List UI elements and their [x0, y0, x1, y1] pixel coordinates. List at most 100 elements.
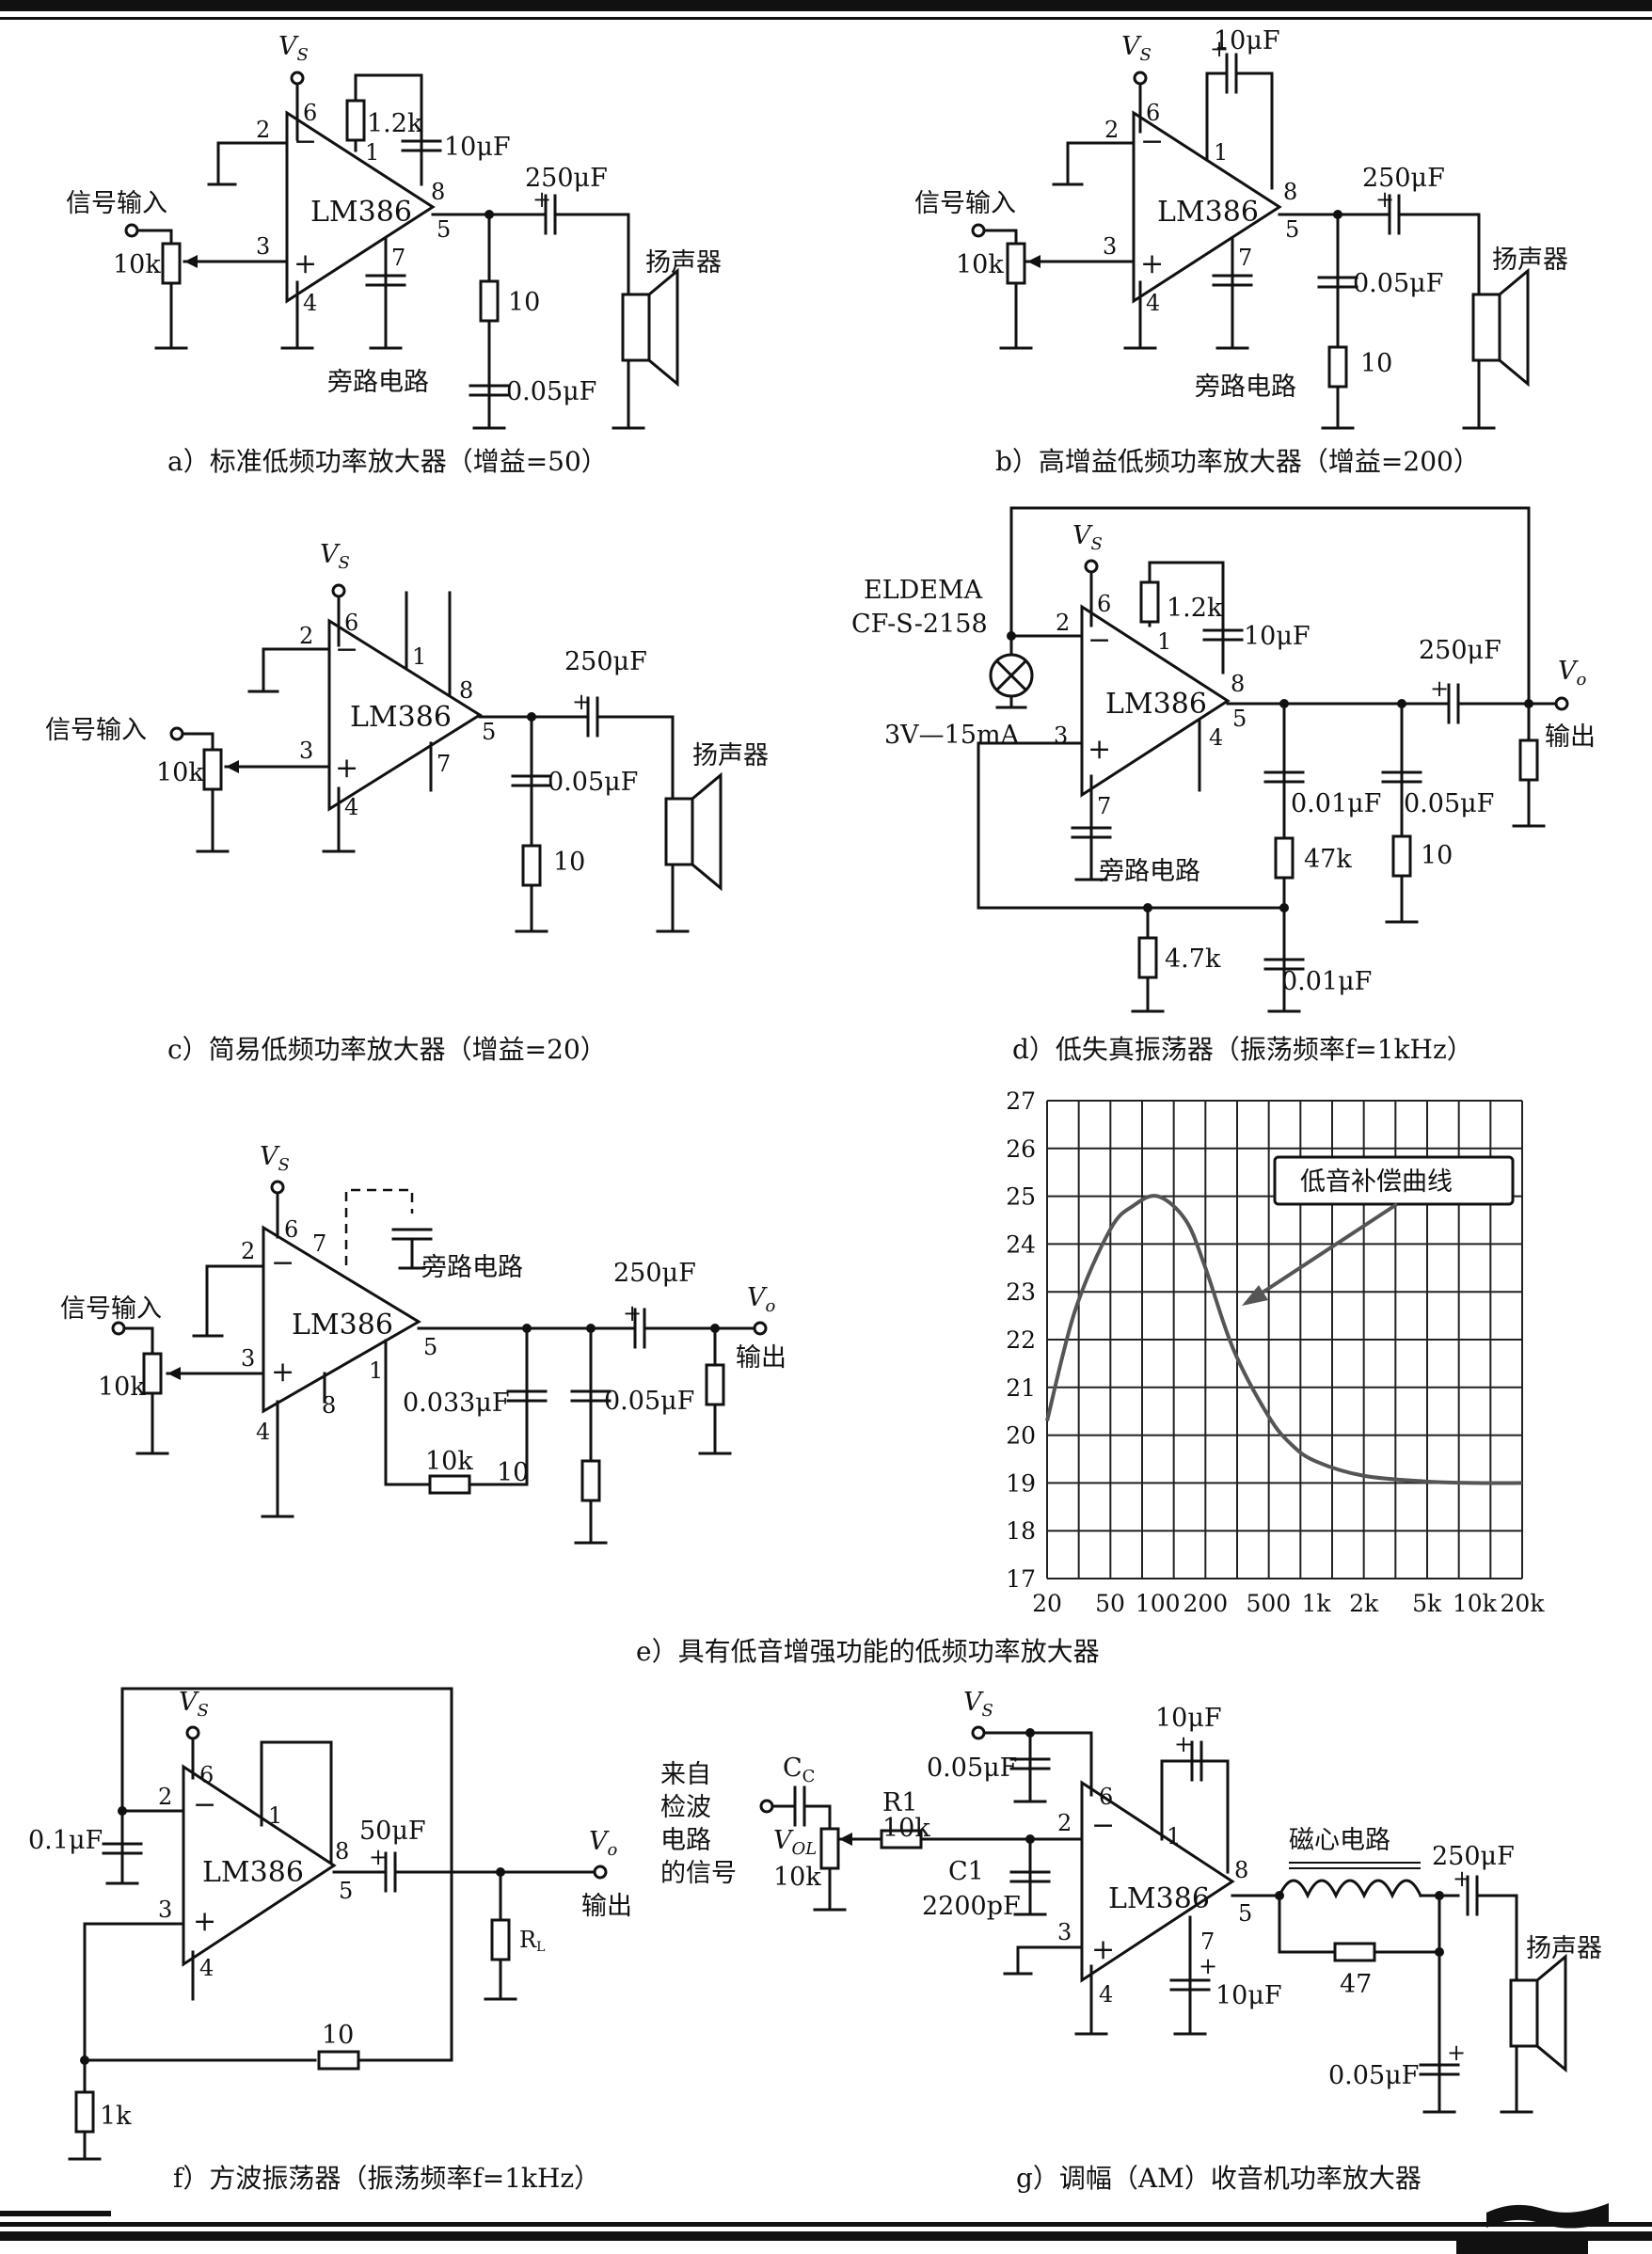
- svg-text:4: 4: [1209, 724, 1223, 751]
- svg-text:−: −: [193, 1788, 216, 1821]
- svg-text:7: 7: [1097, 793, 1111, 819]
- svg-text:输出: 输出: [1545, 722, 1596, 752]
- svg-text:47: 47: [1340, 1970, 1372, 1999]
- svg-text:0.05μF: 0.05μF: [1328, 2061, 1419, 2090]
- svg-text:10k: 10k: [425, 1447, 473, 1476]
- y-tick-label: 17: [1006, 1565, 1036, 1593]
- svg-text:VS: VS: [179, 1688, 209, 1721]
- svg-text:3: 3: [241, 1345, 255, 1372]
- svg-text:7: 7: [1238, 245, 1252, 271]
- svg-text:0.01μF: 0.01μF: [1281, 967, 1372, 996]
- lm386-a: [285, 110, 436, 304]
- svg-text:6: 6: [303, 100, 317, 126]
- circuit-a: LM386 − + VS 6 2 3 信号输入 10k 4 1.2k 1 10μ…: [66, 32, 722, 477]
- svg-text:4: 4: [303, 290, 317, 316]
- svg-text:10: 10: [553, 848, 585, 877]
- svg-text:LM386: LM386: [1157, 196, 1259, 229]
- svg-text:+: +: [1453, 1865, 1471, 1892]
- svg-text:2: 2: [1104, 117, 1119, 143]
- svg-text:6: 6: [344, 610, 358, 636]
- x-tick-label: 200: [1183, 1590, 1228, 1617]
- svg-text:0.05μF: 0.05μF: [1353, 269, 1443, 298]
- lm386-e: [262, 1225, 421, 1414]
- svg-text:−: −: [1140, 125, 1164, 158]
- svg-text:1: 1: [1167, 1823, 1181, 1849]
- svg-text:8: 8: [459, 677, 473, 704]
- svg-text:4: 4: [256, 1419, 270, 1445]
- svg-text:7: 7: [437, 751, 451, 777]
- caption-a: a）标准低频功率放大器（增益=50）: [167, 446, 608, 477]
- svg-text:10k: 10k: [956, 250, 1004, 279]
- svg-text:1: 1: [365, 139, 379, 166]
- svg-text:7: 7: [1200, 1929, 1215, 1955]
- svg-text:0.01μF: 0.01μF: [1291, 789, 1381, 818]
- svg-text:2200pF: 2200pF: [922, 1892, 1021, 1921]
- lm386-g: [1080, 1780, 1235, 1983]
- svg-text:3: 3: [158, 1897, 172, 1923]
- y-tick-label: 27: [1006, 1087, 1036, 1115]
- svg-text:1.2k: 1.2k: [1167, 594, 1223, 623]
- svg-text:旁路电路: 旁路电路: [421, 1253, 523, 1282]
- svg-text:5: 5: [423, 1334, 437, 1360]
- svg-text:+: +: [623, 1300, 642, 1326]
- svg-text:8: 8: [431, 179, 445, 205]
- svg-text:10k: 10k: [773, 1863, 821, 1892]
- svg-text:+: +: [369, 1844, 388, 1870]
- svg-text:8: 8: [1234, 1857, 1248, 1883]
- svg-text:10k: 10k: [98, 1373, 146, 1402]
- caption-b: b）高增益低频功率放大器（增益=200）: [995, 446, 1480, 477]
- circuit-g: LM386 − + VS 0.05μF 6 来自 检波 电路 的信号 CC VO…: [660, 1688, 1602, 2194]
- svg-text:50μF: 50μF: [359, 1817, 426, 1846]
- circuit-f: LM386 − + VS 6 2 0.1μF 3 10 1k 4 1 8 5 +…: [28, 1687, 632, 2194]
- svg-text:5: 5: [1285, 216, 1299, 243]
- bypass-label-a: 旁路电路: [327, 368, 429, 397]
- svg-text:250μF: 250μF: [613, 1259, 696, 1288]
- svg-text:8: 8: [1283, 179, 1297, 205]
- svg-text:2: 2: [256, 117, 270, 143]
- x-tick-label: 20k: [1501, 1590, 1546, 1617]
- svg-text:输出: 输出: [581, 1892, 632, 1921]
- svg-text:47k: 47k: [1304, 845, 1352, 874]
- svg-text:扬声器: 扬声器: [1526, 1934, 1602, 1963]
- svg-text:10: 10: [1421, 841, 1453, 870]
- svg-text:1: 1: [268, 1802, 282, 1829]
- caption-d: d）低失真振荡器（振荡频率f=1kHz）: [1012, 1034, 1473, 1065]
- svg-text:+: +: [335, 752, 358, 785]
- svg-text:+: +: [193, 1905, 216, 1938]
- svg-text:250μF: 250μF: [564, 647, 647, 676]
- lm386-f: [182, 1764, 337, 1967]
- svg-text:5: 5: [1238, 1900, 1252, 1927]
- svg-text:4: 4: [1099, 1981, 1113, 2008]
- svg-text:10: 10: [508, 288, 540, 317]
- svg-text:1k: 1k: [100, 2102, 132, 2131]
- svg-text:C1: C1: [948, 1857, 984, 1886]
- svg-text:6: 6: [284, 1216, 298, 1243]
- svg-text:1: 1: [369, 1357, 383, 1384]
- top-border-thin: [0, 17, 1652, 20]
- svg-text:LM386: LM386: [202, 1856, 304, 1889]
- svg-text:3: 3: [1103, 233, 1117, 260]
- svg-text:4.7k: 4.7k: [1165, 944, 1221, 974]
- page-ornament: [1486, 2203, 1609, 2229]
- svg-text:0.05μF: 0.05μF: [927, 1754, 1017, 1783]
- svg-text:0.05μF: 0.05μF: [1404, 789, 1494, 818]
- svg-text:+: +: [271, 1356, 294, 1389]
- svg-text:VS: VS: [260, 1142, 290, 1175]
- svg-text:+: +: [294, 247, 317, 280]
- svg-text:+: +: [532, 186, 551, 213]
- svg-text:2: 2: [158, 1784, 172, 1810]
- svg-text:+: +: [1375, 186, 1394, 213]
- svg-text:0.033μF: 0.033μF: [403, 1389, 510, 1418]
- svg-text:信号输入: 信号输入: [60, 1294, 162, 1324]
- x-tick-label: 10k: [1453, 1590, 1498, 1617]
- y-tick-label: 25: [1006, 1183, 1036, 1211]
- svg-text:CC: CC: [783, 1754, 815, 1786]
- svg-text:3: 3: [299, 738, 313, 764]
- svg-text:Vo: Vo: [747, 1283, 776, 1316]
- svg-text:扬声器: 扬声器: [692, 741, 769, 770]
- bottom-mark: [0, 2211, 111, 2216]
- svg-text:检波: 检波: [660, 1793, 711, 1822]
- caption-g: g）调幅（AM）收音机功率放大器: [1016, 2163, 1422, 2194]
- svg-text:+: +: [1199, 1953, 1217, 1979]
